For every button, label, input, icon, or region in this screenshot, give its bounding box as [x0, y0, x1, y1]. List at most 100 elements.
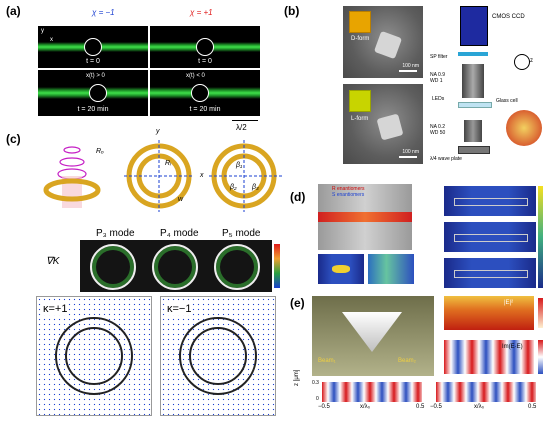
geom-label-ro: Rₒ	[96, 148, 104, 155]
legend-r: R enantiomers	[332, 186, 365, 192]
mode-map-p5	[214, 244, 260, 290]
gradient-k-label: ∇K	[46, 256, 60, 267]
particle-ring	[196, 38, 214, 56]
panel-a-label: (a)	[6, 4, 21, 18]
fluo-image-chi-neg-t20: x(t) > 0 t = 20 min	[38, 70, 148, 116]
objective-bottom-icon	[464, 120, 482, 142]
chirality-map: Im(E·E)	[444, 340, 534, 374]
axis-z-icon	[514, 54, 530, 70]
scale-bar	[232, 120, 258, 121]
geom-label-ri: Rᵢ	[165, 160, 171, 167]
ccd-camera-icon	[460, 6, 488, 46]
optical-setup: CMOS CCD SP filter NA 0.9 WD 1 Glass cel…	[430, 6, 548, 166]
y-tick-bottom: 0	[316, 396, 319, 402]
zoom-inset	[506, 110, 542, 146]
abs-e-label: |E|²	[504, 300, 514, 306]
particle-ring	[89, 84, 107, 102]
waveplate-icon	[458, 146, 490, 154]
beam2-label: Beam₂	[398, 358, 417, 364]
z-axis-label: z [μm]	[294, 369, 300, 386]
axis-x-label: x	[50, 37, 53, 43]
particle-ring	[84, 38, 102, 56]
field-strip-3	[444, 258, 536, 288]
y-tick-top: 0.3	[312, 380, 319, 386]
x-tick-right: 0.5	[416, 404, 425, 410]
ccd-label: CMOS CCD	[492, 14, 525, 20]
bottom-map-2	[436, 382, 536, 402]
axis-x-label: x	[200, 172, 204, 179]
field-map-1	[318, 254, 364, 284]
time-label: t = 0	[86, 58, 100, 65]
kappa-neg-map: κ=−1	[160, 296, 276, 416]
glass-cell-icon	[458, 102, 492, 108]
scale-label: 100 nm	[402, 149, 419, 155]
fluo-image-chi-pos-t0: t = 0	[150, 26, 260, 68]
na-bottom-label: NA 0.2 WD 50	[430, 124, 446, 136]
gold-cube-icon	[349, 11, 371, 33]
waveguide-3d-schematic: R enantiomers S enantiomers	[318, 184, 412, 250]
colorbar-chirality	[538, 340, 543, 374]
scale-label: 100 nm	[402, 63, 419, 69]
bottom-map-1	[322, 382, 422, 402]
time-label: t = 0	[198, 58, 212, 65]
sem-image-d-form: D-form 100 nm	[343, 6, 423, 78]
legend-s: S enantiomers	[332, 192, 365, 198]
panel-e-label: (e)	[290, 296, 305, 310]
field-map-2	[368, 254, 414, 284]
kappa-pos-label: κ=+1	[43, 303, 68, 315]
colorbar-intensity	[538, 298, 543, 328]
ring-top-view-1	[124, 140, 194, 212]
panel-d-label: (d)	[290, 190, 306, 204]
x-tick-left: −0.5	[318, 404, 330, 410]
fluo-image-chi-pos-t20: x(t) < 0 t = 20 min	[150, 70, 260, 116]
axis-y-label: y	[41, 28, 44, 34]
geom-label-beta3: β₃	[252, 184, 259, 191]
geom-label-beta1: β₁	[236, 162, 243, 169]
chi-neg-label: χ = −1	[92, 8, 115, 17]
mode-label-p3: P₃ mode	[96, 228, 135, 239]
field-strip-1	[444, 186, 536, 216]
objective-top-icon	[462, 64, 484, 98]
kappa-pos-map: κ=+1	[36, 296, 152, 416]
kappa-neg-label: κ=−1	[167, 303, 192, 315]
sem-image-l-form: L-form 100 nm	[343, 84, 423, 164]
filter-icon	[458, 52, 488, 56]
panel-c-label: (c)	[6, 132, 21, 146]
gold-cube-icon	[349, 90, 371, 112]
time-label: t = 20 min	[77, 106, 109, 113]
sp-filter-label: SP filter	[430, 54, 448, 60]
vortex-beam-icon	[43, 146, 101, 208]
na-top-label: NA 0.9 WD 1	[430, 72, 446, 84]
leds-label: LEDs	[432, 96, 445, 102]
x-axis-label-2: x/λ₀	[474, 404, 485, 410]
glass-cell-label: Glass cell	[496, 98, 518, 104]
x-tick-left-2: −0.5	[430, 404, 442, 410]
nanoparticle	[376, 113, 404, 141]
time-label: t = 20 min	[189, 106, 221, 113]
gradient-map-strip	[80, 240, 272, 292]
geom-label-beta2: β₂	[230, 184, 237, 191]
field-strip-2	[444, 222, 536, 252]
form-label: L-form	[351, 116, 369, 122]
axis-y-label: y	[156, 128, 160, 135]
intensity-map: |E|²	[444, 296, 534, 330]
x-axis-label: x/λ₀	[360, 404, 371, 410]
panel-b-label: (b)	[284, 4, 300, 18]
geom-label-w: w	[178, 196, 184, 203]
colorbar	[274, 244, 280, 288]
mode-map-p3	[90, 244, 136, 290]
beam1-label: Beam₁	[318, 358, 336, 364]
mode-label-p4: P₄ mode	[160, 228, 199, 239]
scale-bar-label: λ/2	[236, 123, 247, 132]
colorbar	[538, 186, 543, 288]
ring-geometry-schematics	[43, 140, 282, 212]
displacement-label: x(t) > 0	[86, 73, 105, 79]
mode-map-p4	[152, 244, 198, 290]
waveplate-label: λ/4 wave plate	[430, 156, 462, 162]
chi-pos-label: χ = +1	[190, 8, 213, 17]
form-label: D-form	[351, 36, 370, 42]
displacement-label: x(t) < 0	[186, 73, 205, 79]
nanoparticle	[373, 30, 403, 60]
axis-z-label: z	[530, 58, 533, 64]
beam-interference-schematic: Beam₁ Beam₂	[312, 296, 434, 376]
